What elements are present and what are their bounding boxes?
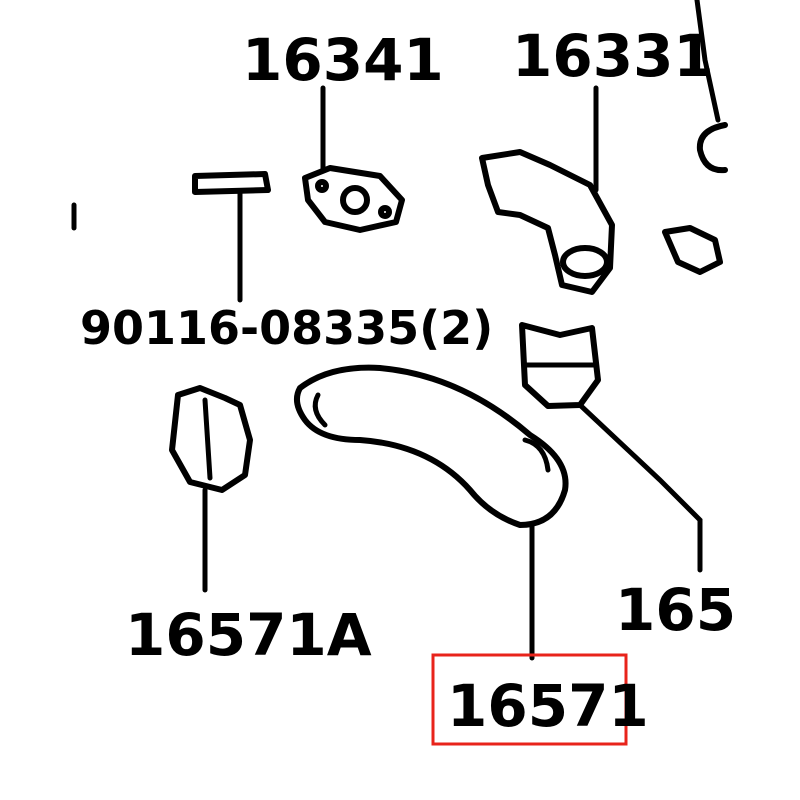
gasket-bolt-hole: [315, 179, 329, 193]
label-165-partial[interactable]: 165: [615, 576, 736, 644]
gasket-bolt-hole: [378, 205, 392, 219]
label-16341[interactable]: 16341: [242, 26, 444, 94]
leader-offscreen: [694, 0, 721, 123]
label-90116-08335[interactable]: 90116-08335(2): [80, 301, 493, 355]
label-16571-highlighted[interactable]: 16571: [447, 672, 649, 740]
highlight-box: [431, 653, 628, 746]
label-16571A[interactable]: 16571A: [125, 601, 372, 669]
leader-165-cut: [577, 402, 703, 573]
radiator-hose-16571[interactable]: [293, 364, 569, 528]
hose-end-line: [312, 392, 328, 428]
offscreen-part-clamp: [662, 225, 723, 275]
clamp-band: [202, 397, 213, 481]
label-16331[interactable]: 16331: [512, 22, 714, 90]
hose-clamp-16571A[interactable]: [169, 385, 253, 493]
hose-end-line: [522, 437, 551, 473]
bolt-head[interactable]: [192, 171, 271, 195]
outlet-neck: [560, 245, 610, 279]
gasket-hole: [340, 185, 370, 215]
offscreen-part-top: [696, 122, 728, 174]
